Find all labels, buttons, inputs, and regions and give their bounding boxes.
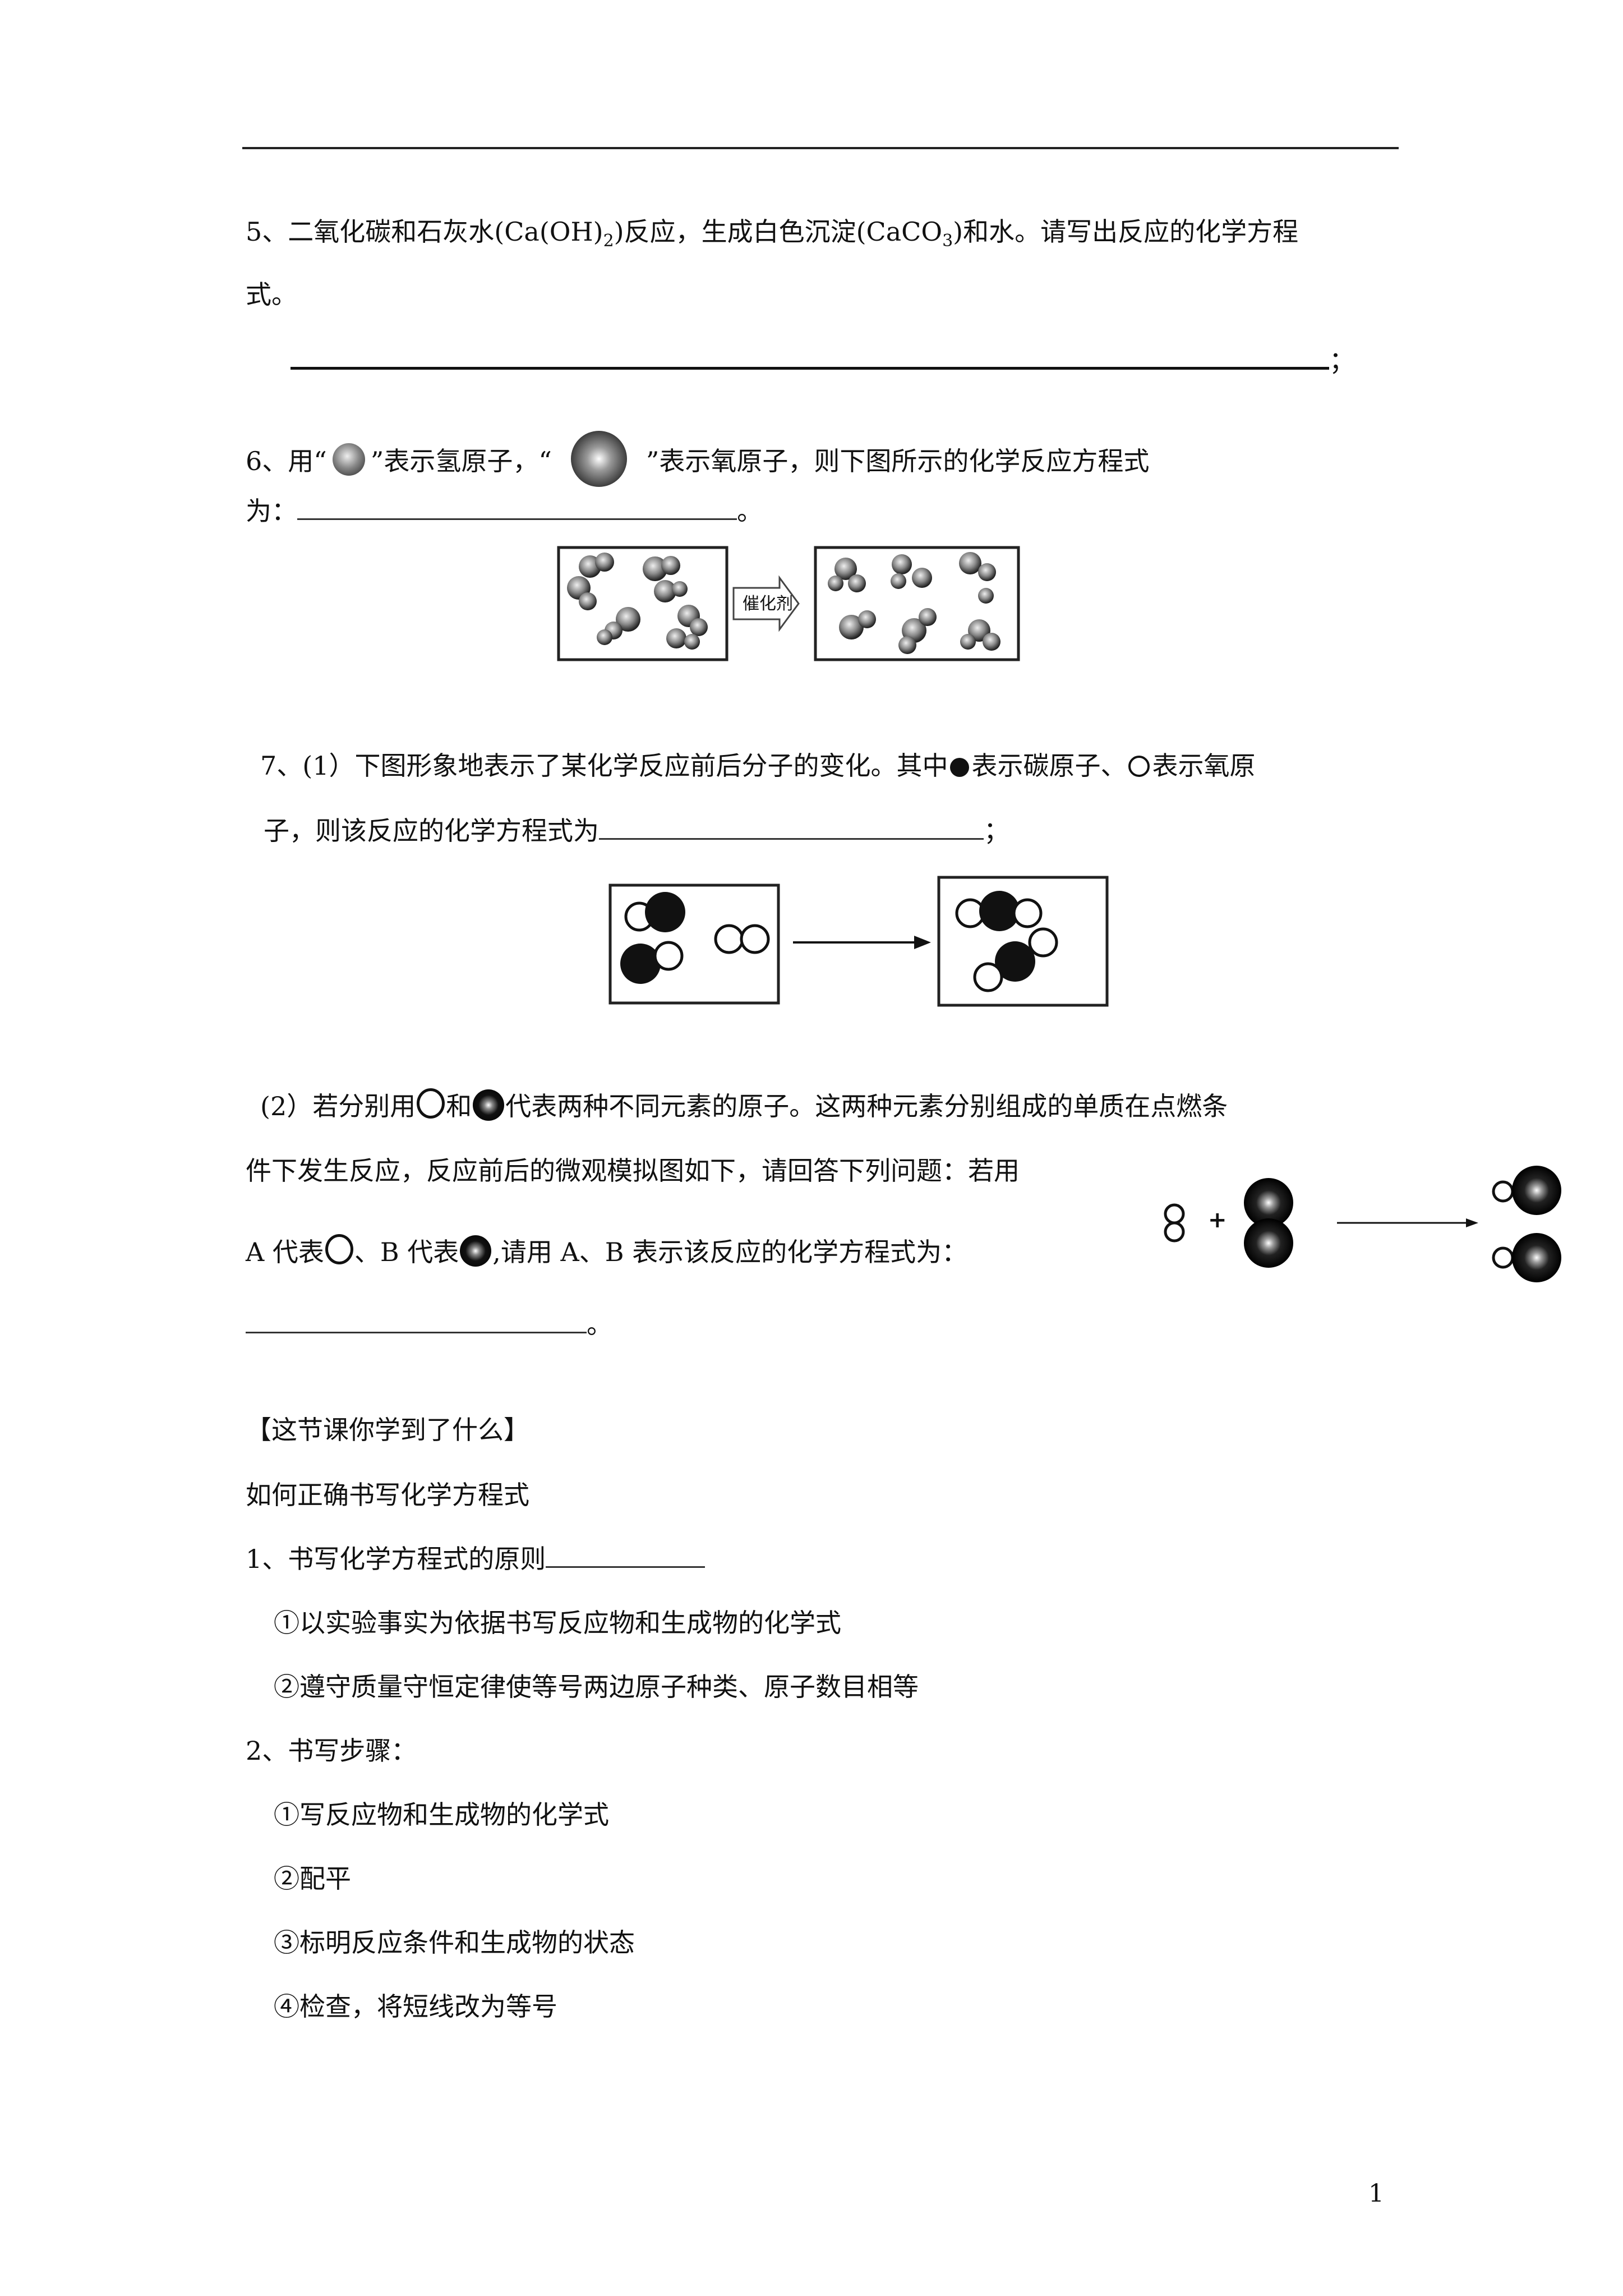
q7-1-line1: 7、(1）下图形象地表示了某化学反应前后分子的变化。其中表示碳原子、表示氧原 — [260, 751, 1256, 781]
q6-answer-blank[interactable] — [297, 496, 737, 520]
summary-item-1a: ①以实验事实为依据书写反应物和生成物的化学式 — [274, 1608, 841, 1638]
plus-sign: + — [1208, 1207, 1227, 1233]
q7-2-arrow — [1337, 1218, 1478, 1227]
q7-1-answer-blank[interactable] — [599, 816, 984, 840]
summary-item-2c: ③标明反应条件和生成物的状态 — [274, 1927, 635, 1958]
atom-b-icon — [473, 1089, 505, 1121]
ab-molecule-top — [1492, 1166, 1561, 1215]
summary-item-2a: ①写反应物和生成物的化学式 — [274, 1800, 609, 1830]
product-molecules — [828, 552, 1000, 654]
q7-1-reactant-molecules — [620, 892, 770, 984]
summary-item-2d: ④检查，将短线改为等号 — [274, 1991, 557, 2022]
q5-answer-line[interactable]: ； — [291, 343, 1355, 378]
q7-1-product-molecules — [955, 891, 1058, 992]
atom-a-icon — [325, 1234, 353, 1264]
q7-2-line1: (2）若分别用和代表两种不同元素的原子。这两种元素分别组成的单质在点燃条 — [260, 1088, 1228, 1124]
oxygen-atom-outline-icon — [1128, 756, 1150, 777]
page-number: 1 — [1368, 2179, 1384, 2208]
summary-subtitle: 如何正确书写化学方程式 — [246, 1480, 529, 1510]
ab-molecule-bottom — [1492, 1233, 1561, 1282]
q5-line2: 式。 — [246, 279, 297, 310]
oxygen-atom-icon — [570, 431, 627, 487]
q7-1-product-box — [937, 876, 1109, 1007]
q6-reaction-diagram: 催化剂 — [557, 546, 1020, 661]
atom-b-icon — [460, 1235, 492, 1267]
carbon-atom-icon — [950, 758, 970, 777]
q7-2-answer-blank[interactable] — [246, 1309, 587, 1333]
q7-2-line4: 。 — [246, 1307, 612, 1342]
catalyst-arrow: 催化剂 — [732, 575, 800, 632]
a2-molecule — [1164, 1203, 1185, 1243]
summary-item-2: 2、书写步骤： — [246, 1736, 417, 1766]
summary-item-1b: ②遵守质量守恒定律使等号两边原子种类、原子数目相等 — [274, 1672, 919, 1702]
b2-molecule — [1244, 1178, 1293, 1268]
summary-item-1-blank[interactable] — [546, 1544, 706, 1568]
q7-2-reaction-diagram: + — [1164, 1166, 1561, 1282]
q7-1-arrow — [793, 936, 931, 949]
q6-line2: 为：。 — [246, 496, 763, 526]
catalyst-label: 催化剂 — [743, 594, 793, 614]
hydrogen-atom-icon — [332, 443, 365, 476]
header-rule — [242, 147, 1399, 149]
summary-item-1: 1、书写化学方程式的原则 — [246, 1542, 706, 1576]
q7-1-reaction-diagram — [608, 876, 1109, 1007]
summary-item-2b: ②配平 — [274, 1864, 351, 1894]
summary-heading: 【这节课你学到了什么】 — [246, 1415, 529, 1445]
atom-a-icon — [417, 1088, 445, 1119]
reactant-molecules — [567, 553, 708, 650]
q5-line1: 5、二氧化碳和石灰水(Ca(OH)2)反应，生成白色沉淀(CaCO3)和水。请写… — [246, 217, 1299, 251]
q6-line1: 6、用“”表示氢原子，“”表示氧原子，则下图所示的化学反应方程式 — [246, 431, 1149, 487]
q7-2-line2: 件下发生反应，反应前后的微观模拟图如下，请回答下列问题：若用 — [246, 1156, 1020, 1186]
q7-2-line3: A 代表、B 代表,请用 A、B 表示该反应的化学方程式为： — [246, 1234, 967, 1269]
q5-answer-blank[interactable] — [291, 344, 1329, 370]
q7-1-line2: 子，则该反应的化学方程式为； — [264, 816, 1009, 846]
